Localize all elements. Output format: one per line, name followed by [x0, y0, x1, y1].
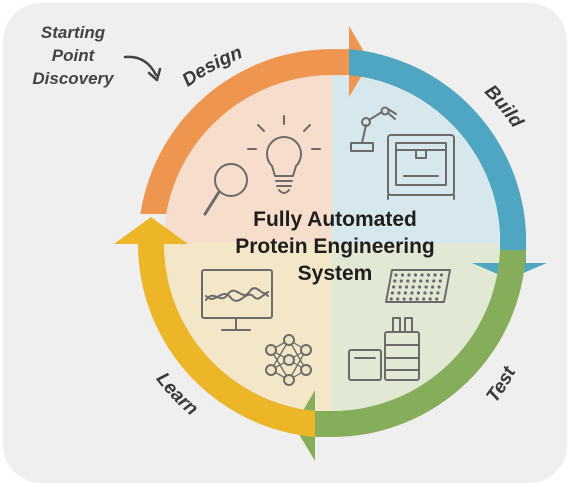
well-dot — [428, 297, 432, 301]
magnifier-icon — [203, 163, 248, 216]
well-dot — [409, 297, 413, 301]
well-dot — [423, 291, 427, 295]
lab-analyzer-icon — [348, 317, 420, 381]
well-dot — [396, 297, 400, 301]
3d-printer-icon — [387, 134, 455, 200]
well-dot — [412, 279, 416, 283]
well-dot — [400, 273, 405, 277]
starting-point-line2: Point — [52, 46, 96, 65]
well-dot — [429, 291, 433, 295]
well-dot — [394, 273, 398, 277]
well-dot — [437, 285, 441, 289]
nn-node — [283, 334, 295, 346]
well-dot — [393, 279, 397, 283]
curved-pointer-icon — [123, 55, 162, 82]
nn-node — [265, 344, 277, 356]
well-dot — [418, 285, 422, 289]
well-dot — [419, 279, 423, 283]
well-dot — [432, 279, 436, 283]
well-dot — [399, 279, 403, 283]
well-plate-icon — [385, 269, 451, 303]
well-dot — [439, 273, 444, 277]
well-dot — [413, 273, 418, 277]
robot-arm-icon — [350, 106, 397, 152]
center-title-line2: Protein Engineering — [235, 235, 435, 258]
well-dot — [438, 279, 442, 283]
starting-point-line3: Discovery — [32, 69, 115, 88]
well-dot — [431, 285, 435, 289]
monitor-chart-icon — [201, 269, 273, 331]
well-dot — [390, 291, 394, 295]
well-dot — [392, 285, 396, 289]
well-dot — [411, 285, 415, 289]
well-dot — [403, 291, 407, 295]
arrow-test — [294, 250, 526, 461]
arrow-build — [349, 49, 547, 279]
nn-node — [283, 354, 295, 366]
well-dot — [405, 285, 409, 289]
well-dot — [436, 291, 440, 295]
lightbulb-icon — [247, 115, 321, 194]
arrow-design — [140, 26, 370, 214]
center-title-line3: System — [298, 262, 373, 285]
well-dot — [416, 291, 420, 295]
well-dot — [420, 273, 424, 277]
arrow-learn — [114, 217, 315, 437]
neural-network-icon — [265, 334, 312, 386]
center-title-line1: Fully Automated — [253, 208, 417, 231]
well-dot — [398, 285, 402, 289]
nn-node — [265, 364, 277, 376]
well-dot — [435, 297, 439, 301]
well-dot — [407, 273, 411, 277]
nn-node — [300, 364, 312, 376]
inner-disc — [164, 75, 500, 411]
well-dot — [424, 285, 428, 289]
well-dot — [425, 279, 429, 283]
nn-node — [300, 344, 312, 356]
nn-node — [283, 374, 295, 386]
starting-point-line1: Starting — [41, 23, 106, 42]
well-dot — [410, 291, 414, 295]
well-dot — [402, 297, 406, 301]
well-dot — [433, 273, 437, 277]
well-dot — [406, 279, 410, 283]
well-dot — [397, 291, 401, 295]
well-dot — [389, 297, 393, 301]
well-dot — [415, 297, 419, 301]
well-dot — [422, 297, 426, 301]
well-dot — [426, 273, 431, 277]
